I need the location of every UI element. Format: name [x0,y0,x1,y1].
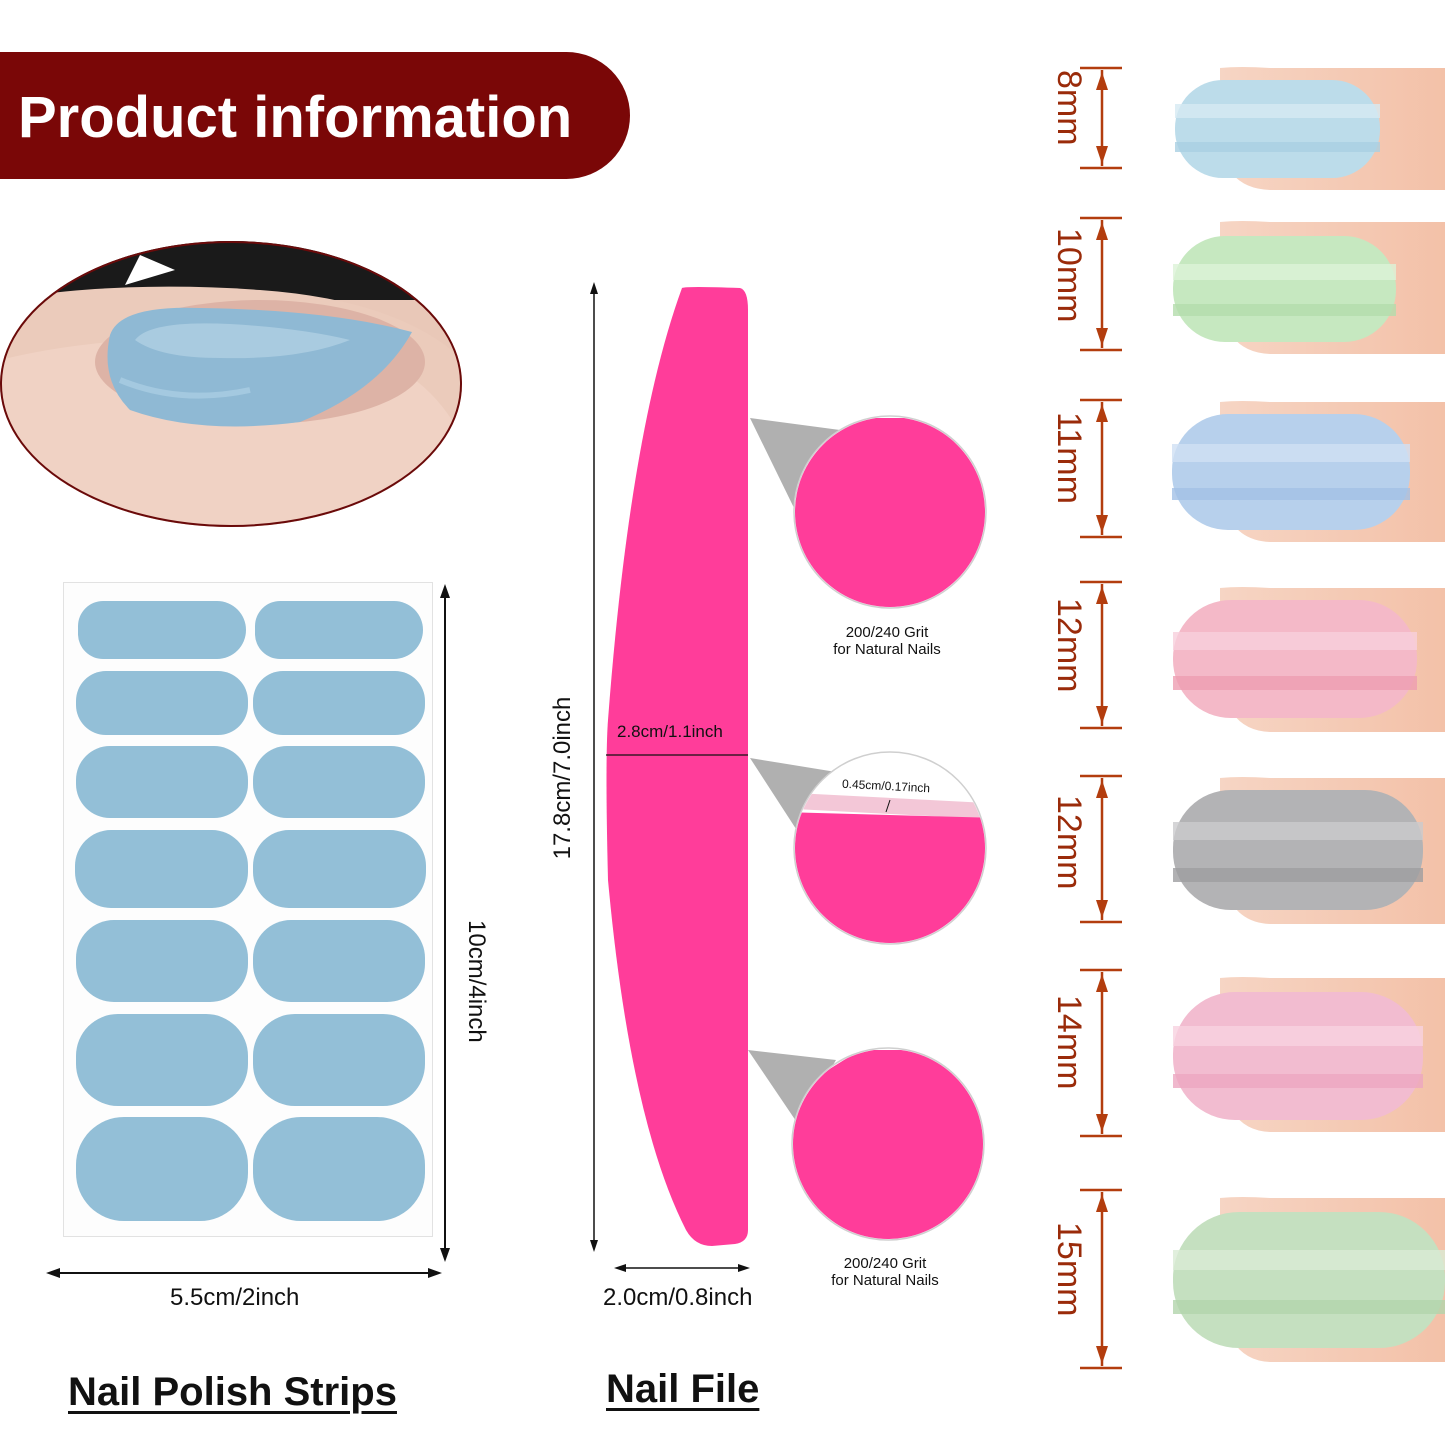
nail-strip [255,601,423,659]
nail-strip [253,746,425,818]
size-chart [1080,66,1445,1370]
grit-label-top-line2: for Natural Nails [833,641,941,658]
nail-strip [253,1117,425,1221]
file-length-label: 17.8cm/7.0inch [549,696,576,860]
nail-strip [76,1014,248,1106]
file-end-width-label: 2.0cm/0.8inch [603,1284,753,1311]
nail-strip [76,920,248,1002]
size-label: 10mm [1050,228,1088,323]
grit-label-bottom-line1: 200/240 Grit [843,1255,927,1272]
nail-strip [76,671,248,735]
page-title: Product information [18,85,573,150]
grit-label-top: 200/240 Grit for Natural Nails [812,624,962,658]
nail-strip [253,830,426,908]
nail-strip [253,1014,425,1106]
file-section-title: Nail File [606,1367,760,1411]
strips-width-label: 5.5cm/2inch [170,1284,300,1311]
nail-file [606,287,748,1246]
file-center-width-label: 2.8cm/1.1inch [617,722,723,741]
nail-closeup-photo [0,241,462,527]
size-label: 12mm [1050,795,1088,890]
nail-strip [75,830,248,908]
nail-strip [76,746,248,818]
title-banner [0,52,630,179]
nail-strip [253,920,425,1002]
size-label: 8mm [1050,70,1088,146]
grit-label-bottom: 200/240 Grit for Natural Nails [810,1255,960,1289]
nail-strips-sheet [63,582,433,1237]
strips-section-title: Nail Polish Strips [68,1370,397,1414]
grit-label-top-line1: 200/240 Grit [845,624,929,641]
size-label: 15mm [1050,1222,1088,1317]
file-detail-magnifiers [748,415,990,1241]
size-label: 12mm [1050,598,1088,693]
size-label: 14mm [1050,995,1088,1090]
nail-strip [76,1117,248,1221]
nail-strip [253,671,425,735]
grit-label-bottom-line2: for Natural Nails [831,1272,939,1289]
size-label: 11mm [1050,412,1088,504]
strips-height-label: 10cm/4inch [463,920,490,1043]
nail-strip [78,601,246,659]
